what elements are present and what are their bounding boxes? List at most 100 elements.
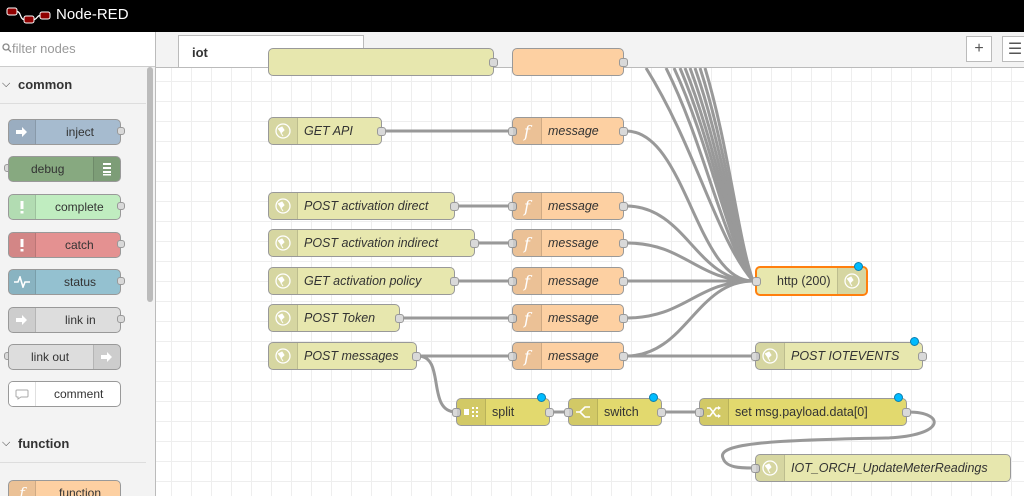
flow-node-post-token[interactable]: POST Token [268, 304, 404, 332]
flow-wires [383, 68, 936, 470]
function-icon: f [9, 481, 36, 496]
changed-indicator [910, 337, 919, 346]
output-port[interactable] [619, 127, 628, 136]
node-label: split [492, 405, 515, 419]
output-port[interactable] [117, 202, 125, 210]
http-globe-icon [269, 343, 298, 369]
output-port[interactable] [619, 352, 628, 361]
exclamation-icon [9, 233, 36, 257]
input-port[interactable] [508, 239, 517, 248]
flow-list-button[interactable]: ☰ [1002, 36, 1024, 62]
node-label: function [59, 486, 102, 496]
input-port[interactable] [752, 277, 761, 286]
node-label: POST activation direct [304, 199, 429, 213]
node-label: POST messages [304, 349, 399, 363]
flow-node-function-message[interactable]: f message [508, 342, 628, 370]
list-icon: ☰ [1007, 41, 1023, 58]
flow-node-offscreen[interactable] [512, 48, 628, 76]
node-label: IOT_ORCH_UpdateMeterReadings [791, 461, 988, 475]
input-port[interactable] [508, 202, 517, 211]
input-port[interactable] [508, 277, 517, 286]
header-bar: Node-RED [0, 0, 1024, 32]
output-port[interactable] [902, 408, 911, 417]
input-port[interactable] [751, 352, 760, 361]
node-label: message [548, 124, 599, 138]
shuffle-icon [700, 399, 729, 425]
output-port[interactable] [918, 352, 927, 361]
function-icon: f [513, 305, 542, 331]
palette-node-function[interactable]: f function [8, 480, 121, 496]
app-title: Node-RED [56, 6, 129, 23]
flow-node-offscreen[interactable] [268, 48, 498, 76]
input-port[interactable] [751, 464, 760, 473]
function-icon: f [513, 230, 542, 256]
http-globe-icon [837, 268, 866, 294]
output-port[interactable] [470, 239, 479, 248]
flow-node-switch[interactable]: switch [564, 393, 666, 426]
add-flow-button[interactable]: + [966, 36, 992, 62]
palette-node-link-in[interactable]: link in [8, 307, 121, 333]
link-arrow-icon [93, 345, 120, 369]
input-port[interactable] [508, 352, 517, 361]
output-port[interactable] [619, 202, 628, 211]
flow-node-post-messages[interactable]: POST messages [268, 342, 421, 370]
node-label: POST activation indirect [304, 236, 439, 250]
flow-node-post-activation-indirect[interactable]: POST activation indirect [268, 229, 479, 257]
plus-icon: + [974, 40, 984, 57]
palette-node-status[interactable]: status [8, 269, 121, 295]
palette-node-complete[interactable]: complete [8, 194, 121, 220]
output-port[interactable] [619, 277, 628, 286]
flow-node-iot-orch-update[interactable]: IOT_ORCH_UpdateMeterReadings [751, 454, 1011, 482]
output-port[interactable] [619, 314, 628, 323]
flow-node-function-message[interactable]: f message [508, 117, 628, 145]
input-port[interactable] [508, 314, 517, 323]
category-common-header[interactable]: ⌵ common [0, 67, 146, 104]
output-port[interactable] [619, 239, 628, 248]
palette-node-inject[interactable]: inject [8, 119, 121, 145]
palette-filter[interactable]: filter nodes [0, 32, 155, 67]
palette-node-debug[interactable]: debug [8, 156, 121, 182]
palette-node-comment[interactable]: comment [8, 381, 121, 407]
filter-nodes-input[interactable]: filter nodes [12, 41, 76, 56]
flow-node-change[interactable]: set msg.payload.data[0] [695, 393, 911, 426]
flow-node-function-message[interactable]: f message [508, 267, 628, 295]
flow-node-get-api[interactable]: GET API [268, 117, 386, 145]
input-port[interactable] [508, 127, 517, 136]
output-port[interactable] [117, 277, 125, 285]
node-label: http (200) [777, 274, 831, 288]
flow-node-post-activation-direct[interactable]: POST activation direct [268, 192, 459, 220]
split-icon [457, 399, 486, 425]
category-label: function [18, 436, 70, 451]
input-port[interactable] [695, 408, 704, 417]
node-label: status [64, 275, 97, 289]
node-label: message [548, 349, 599, 363]
output-port[interactable] [117, 315, 125, 323]
flow-node-function-message[interactable]: f message [508, 304, 628, 332]
output-port[interactable] [545, 408, 554, 417]
chevron-down-icon: ⌵ [2, 437, 11, 449]
category-label: common [18, 77, 73, 92]
flow-canvas[interactable]: GET API POST activation direct POST acti… [156, 48, 1024, 496]
output-port[interactable] [450, 202, 459, 211]
output-port[interactable] [450, 277, 459, 286]
output-port[interactable] [377, 127, 386, 136]
palette-node-catch[interactable]: catch [8, 232, 121, 258]
category-function-header[interactable]: ⌵ function [0, 426, 146, 463]
palette-scrollbar[interactable] [146, 67, 155, 302]
output-port[interactable] [117, 240, 125, 248]
comment-icon [9, 382, 36, 406]
input-port[interactable] [452, 408, 461, 417]
flow-node-function-message[interactable]: f message [508, 229, 628, 257]
output-port[interactable] [657, 408, 666, 417]
output-port[interactable] [395, 314, 404, 323]
palette-node-link-out[interactable]: link out [8, 344, 121, 370]
flow-node-http-response[interactable]: http (200) [752, 262, 868, 296]
flow-node-function-message[interactable]: f message [508, 192, 628, 220]
output-port[interactable] [412, 352, 421, 361]
output-port[interactable] [117, 127, 125, 135]
flow-node-split[interactable]: split [452, 393, 554, 426]
node-label: catch [65, 238, 94, 252]
flow-node-post-iotevents[interactable]: POST IOTEVENTS [751, 337, 927, 370]
flow-node-get-activation-policy[interactable]: GET activation policy [268, 267, 459, 295]
input-port[interactable] [564, 408, 573, 417]
